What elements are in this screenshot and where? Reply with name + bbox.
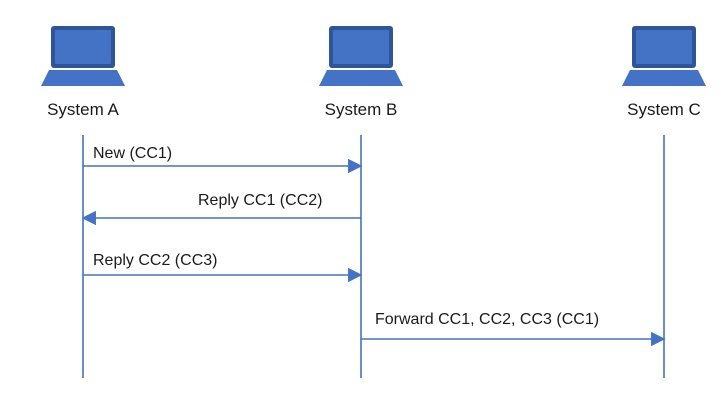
message-label-forward: Forward CC1, CC2, CC3 (CC1) [375,311,600,328]
laptop-icon [41,26,125,86]
system-c-label: System C [627,100,701,119]
message-label-reply-cc1-cc2: Reply CC1 (CC2) [198,192,323,209]
message-label-new-cc1: New (CC1) [93,145,173,162]
message-label-reply-cc2-cc3: Reply CC2 (CC3) [93,252,218,269]
laptop-icon [622,26,706,86]
system-a-label: System A [47,100,119,119]
system-b-label: System B [324,100,398,119]
laptop-icon [319,26,403,86]
